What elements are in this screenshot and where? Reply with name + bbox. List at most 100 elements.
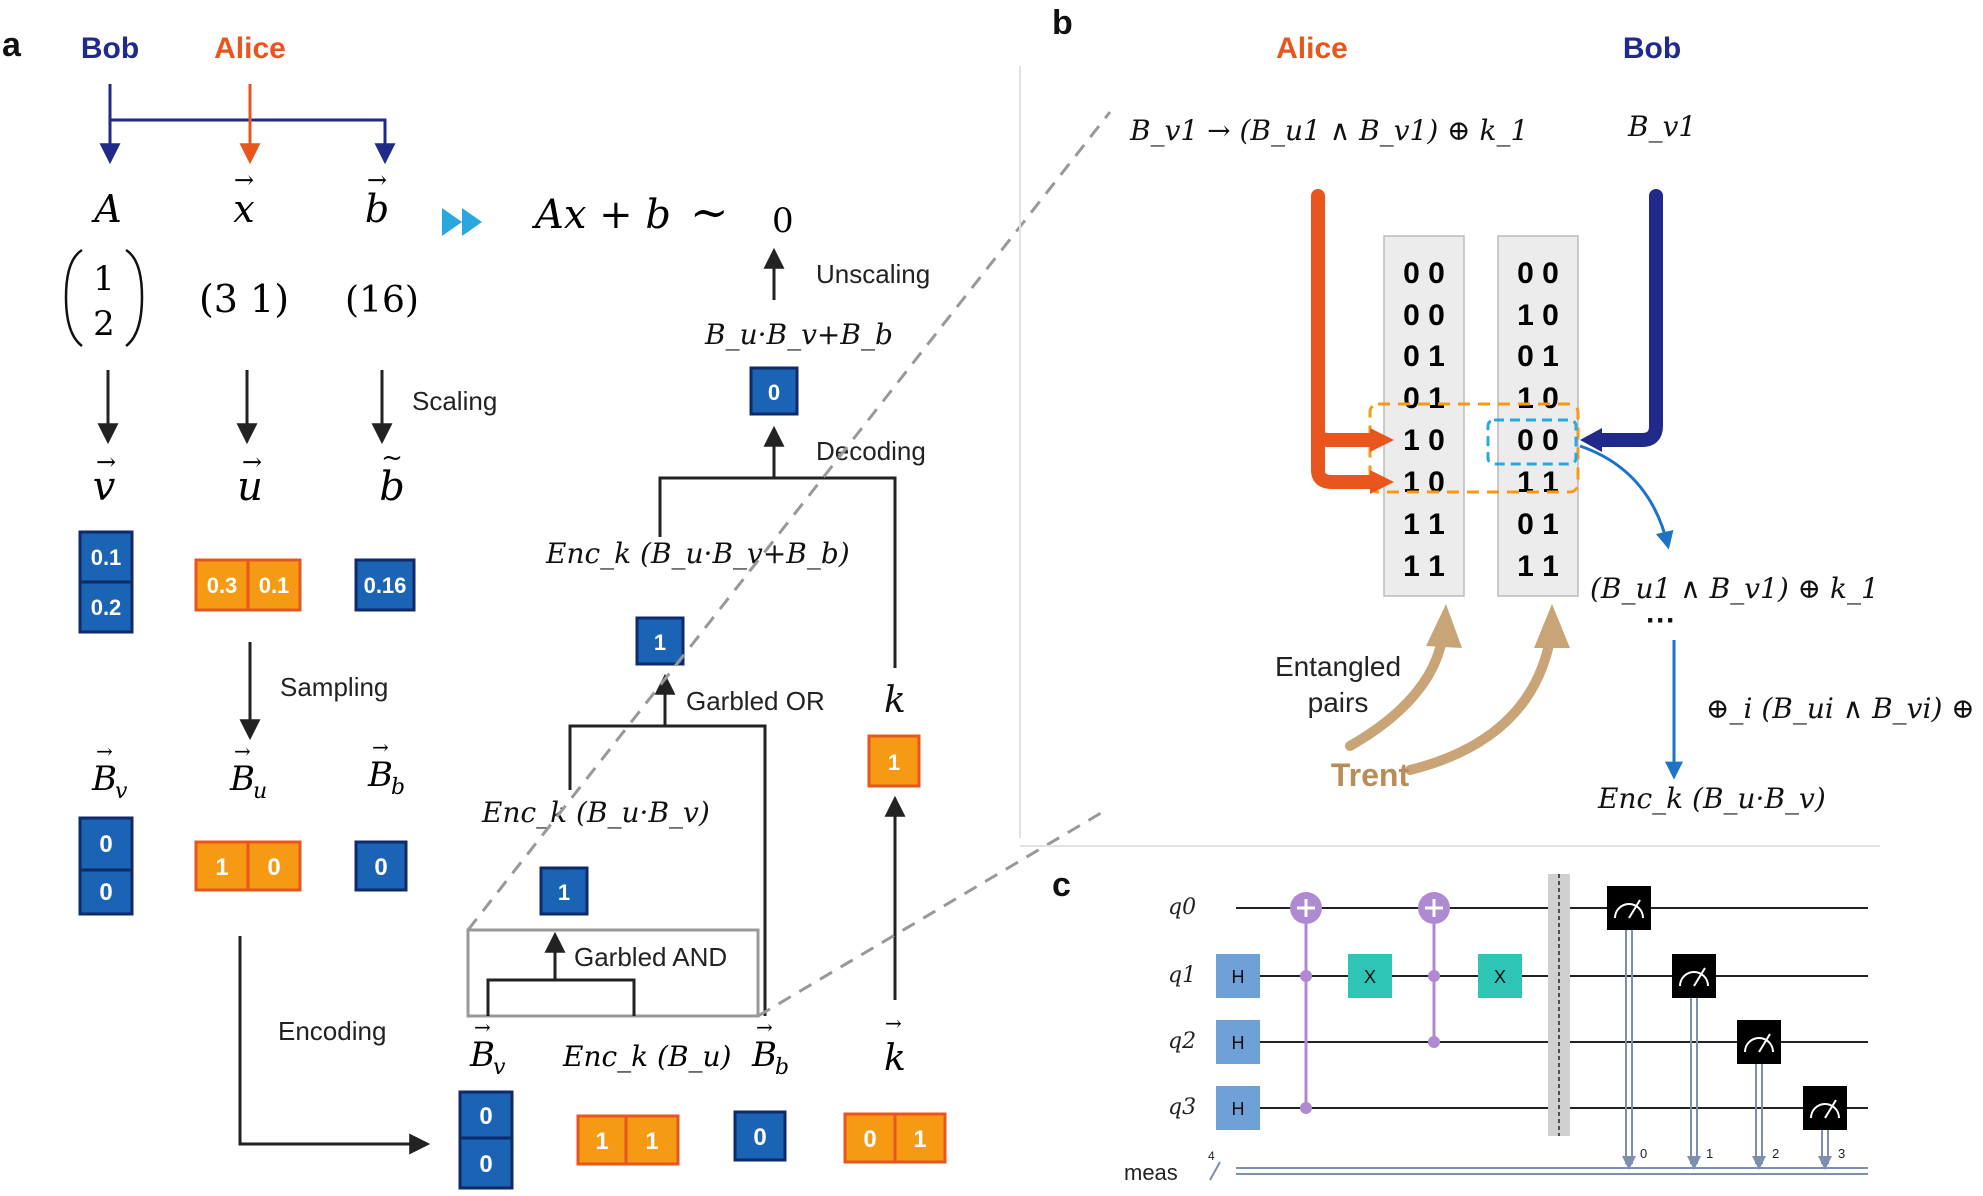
result-expr: B_u·B_v+B_b (704, 318, 893, 351)
right-table-row-2: 1 0 (1517, 299, 1559, 332)
bottom-Bv-sub: v (493, 1055, 506, 1080)
vector-b-values: (16) (345, 280, 419, 321)
double-arrow-icon (442, 208, 482, 236)
k-bit: 1 (888, 750, 900, 775)
Bb-sub: b (391, 775, 405, 800)
x-gate-2: X (1478, 954, 1522, 998)
equation-sim: ∼ (690, 185, 729, 239)
measure-q3: 3 (1803, 1086, 1847, 1170)
Bu-label: B (229, 759, 255, 799)
enc-sum-bit: 1 (654, 630, 666, 655)
panel-c-label: c (1052, 866, 1071, 904)
qubit-label-0: q0 (1168, 895, 1196, 920)
right-table-row-4: 1 0 (1517, 382, 1559, 415)
measure-q0: 0 (1607, 886, 1651, 1170)
alice-label: Alice (214, 32, 286, 65)
Bu-bit-2: 0 (267, 854, 280, 881)
measure-q1: 1 (1672, 954, 1716, 1170)
Bv-bit-1: 0 (99, 831, 112, 858)
bottom-k-bit-1: 0 (863, 1126, 876, 1153)
panel-a-label: a (2, 26, 22, 64)
tilde-mark: ~ (381, 443, 403, 473)
left-table-row-6: 1 0 (1403, 466, 1445, 499)
var-btilde: b (379, 464, 405, 510)
right-table-row-1: 0 0 (1517, 257, 1559, 290)
enc-sum-expr: Enc_k (B_u·B_v+B_b) (545, 537, 850, 570)
result-expr-b: (B_u1 ∧ B_v1) ⊕ k_1 (1590, 572, 1879, 605)
alice-label-b: Alice (1276, 32, 1348, 65)
meas-width: 4 (1208, 1149, 1215, 1163)
vec-arrow-Bu: → (234, 739, 251, 763)
enc-expr-b: Enc_k (B_u·B_v) (1597, 782, 1826, 815)
bottom-Bb-box: 0 (733, 1110, 787, 1162)
vec-arrow-bottom-k: → (885, 1011, 902, 1035)
dots: ··· (1646, 604, 1676, 637)
B-labels: B v → B u → B b → (91, 735, 405, 804)
bob-thick-arrow (1580, 189, 1663, 452)
Bu-box: 1 0 (194, 840, 302, 892)
var-v: v (93, 464, 116, 510)
panel-b-label: b (1052, 4, 1073, 42)
decoding-label: Decoding (816, 436, 926, 466)
panel-b: b Alice Bob B_v1 → (B_u1 ∧ B_v1) ⊕ k_1 B… (1052, 4, 1983, 815)
btilde-value: 0.16 (364, 573, 407, 598)
v-box: 0.1 0.2 (78, 530, 134, 634)
equation-lhs: Ax + b (531, 192, 671, 238)
right-table-row-3: 0 1 (1517, 340, 1559, 373)
right-table-row-7: 0 1 (1517, 508, 1559, 541)
var-x: x (233, 187, 254, 231)
left-truth-table: 0 0 0 0 0 1 0 1 1 0 1 0 1 1 1 1 (1383, 235, 1465, 597)
bottom-k-label: k (884, 1038, 906, 1079)
qubit-label-2: q2 (1168, 1029, 1196, 1054)
equation-rhs: 0 (772, 201, 794, 241)
left-table-row-2: 0 0 (1403, 299, 1445, 332)
zoom-line-top (466, 111, 1112, 931)
garbled-and-tree (486, 978, 636, 1016)
meas-index-2: 2 (1772, 1146, 1779, 1161)
vec-arrow-b: → (367, 166, 387, 194)
meas-index-1: 1 (1706, 1146, 1713, 1161)
h-gate-q3: H (1232, 1099, 1245, 1119)
sampling-label: Sampling (280, 672, 388, 702)
result-bit: 0 (768, 380, 780, 405)
zoom-line-bottom (757, 808, 1107, 1018)
h-gates: H H H (1216, 954, 1260, 1130)
measure-q2: 2 (1737, 1020, 1781, 1170)
matrix-A-row-1: 1 (93, 259, 115, 299)
h-gate-q2: H (1232, 1033, 1245, 1053)
left-table-row-5: 1 0 (1403, 424, 1445, 457)
enc-prod-expr: Enc_k (B_u·B_v) (481, 796, 710, 829)
entangled-label-1: Entangled (1275, 651, 1401, 682)
Bb-bit: 0 (374, 854, 387, 881)
garbled-or-tree (568, 724, 767, 1016)
right-table-row-6: 1 1 (1517, 466, 1559, 499)
x-gate-1-label: X (1364, 967, 1376, 987)
bottom-Bb-label: B (751, 1035, 777, 1075)
bottom-enc-box: 1 1 (576, 1114, 680, 1166)
scaling-label: Scaling (412, 386, 497, 416)
bottom-Bb-sub: b (775, 1055, 789, 1080)
vec-arrow-x: → (234, 166, 254, 194)
vec-arrow-bottom-Bv: → (474, 1015, 491, 1039)
Bv-bit-2: 0 (99, 879, 112, 906)
left-table-row-3: 0 1 (1403, 340, 1445, 373)
bottom-Bv-bit-2: 0 (479, 1151, 492, 1178)
decoding-tree (658, 476, 897, 668)
multi-control-x-2 (1418, 892, 1450, 1048)
trent-label: Trent (1331, 757, 1410, 793)
right-truth-table: 0 0 1 0 0 1 1 0 0 0 1 1 0 1 1 1 (1497, 235, 1579, 597)
panel-a: a Bob Alice A x → b → Ax + b ∼ 0 1 2 (3 … (2, 26, 1112, 1190)
bob-expr: B_v1 (1627, 110, 1696, 143)
bottom-Bv-bit-1: 0 (479, 1103, 492, 1130)
highlight-cell-cyan (1486, 418, 1578, 466)
left-table-row-7: 1 1 (1403, 508, 1445, 541)
bottom-k-box: 0 1 (843, 1112, 947, 1164)
k-box: 1 (867, 734, 921, 788)
qubit-label-3: q3 (1168, 1095, 1196, 1120)
meas-index-3: 3 (1838, 1146, 1845, 1161)
left-table-row-1: 0 0 (1403, 257, 1445, 290)
encoding-arrow (238, 936, 431, 1155)
right-table-row-8: 1 1 (1517, 550, 1559, 583)
matrix-A-row-2: 2 (93, 304, 115, 344)
